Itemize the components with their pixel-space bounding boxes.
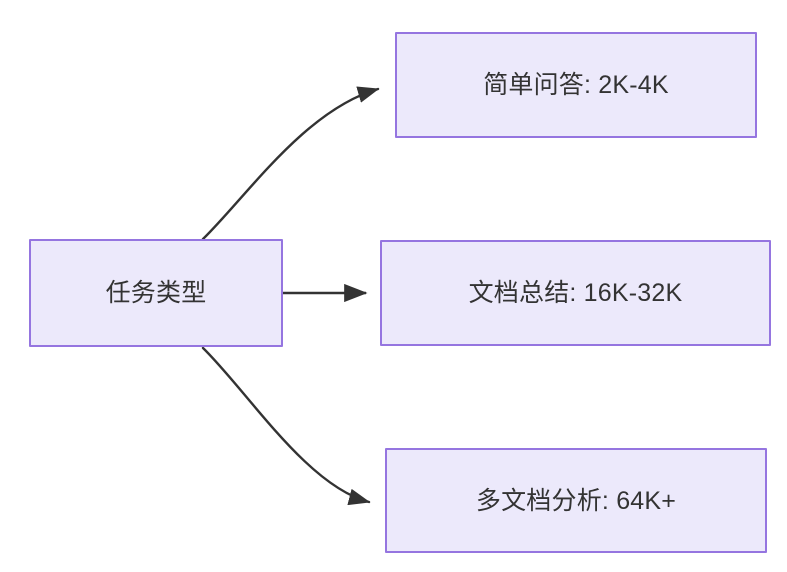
- node-doc-summary[interactable]: 文档总结: 16K-32K: [380, 240, 771, 346]
- node-simple-qa[interactable]: 简单问答: 2K-4K: [395, 32, 757, 138]
- node-task-type-label: 任务类型: [105, 279, 207, 307]
- node-task-type[interactable]: 任务类型: [29, 239, 283, 347]
- node-doc-summary-label: 文档总结: 16K-32K: [468, 279, 683, 307]
- edge-source-simple-qa: [201, 86, 380, 241]
- node-multi-doc-label: 多文档分析: 64K+: [475, 486, 677, 515]
- edge-source-multi-doc: [201, 346, 371, 506]
- node-multi-doc[interactable]: 多文档分析: 64K+: [385, 448, 767, 553]
- node-simple-qa-label: 简单问答: 2K-4K: [483, 71, 669, 99]
